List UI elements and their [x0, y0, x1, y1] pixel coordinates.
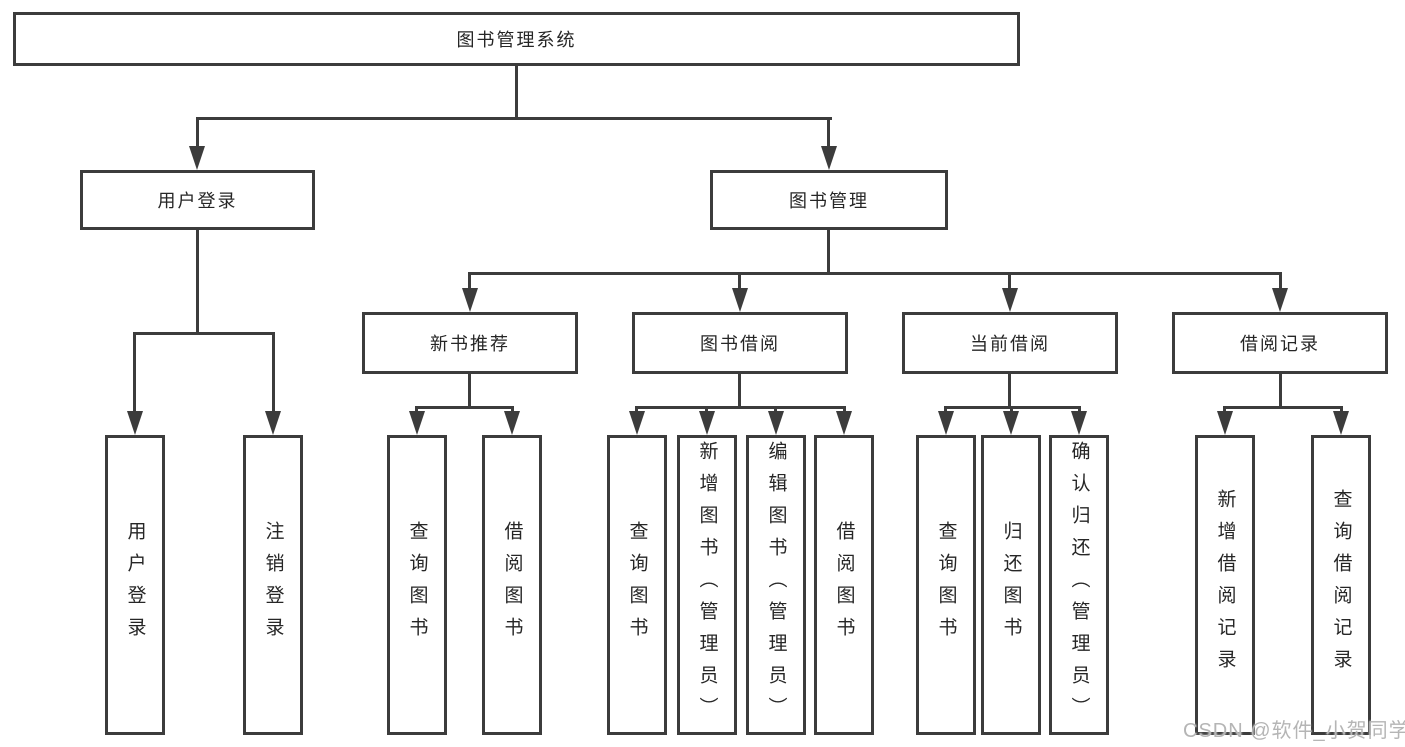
node-book-management: 图书管理	[710, 170, 948, 230]
connector-line	[635, 406, 638, 414]
leaf-add-borrow-record: 新增借阅记录	[1195, 435, 1255, 735]
connector-line	[511, 406, 514, 414]
connector-line	[1279, 272, 1282, 290]
node-label: 查询图书	[406, 521, 428, 649]
connector-line	[1340, 406, 1343, 414]
node-label: 图书借阅	[700, 334, 780, 354]
connector-line	[705, 406, 708, 414]
arrow-head	[629, 411, 645, 435]
arrow-head	[504, 411, 520, 435]
node-label: 新增借阅记录	[1214, 489, 1236, 681]
arrow-head	[1003, 411, 1019, 435]
arrow-head	[462, 288, 478, 312]
connector-line	[415, 406, 418, 414]
connector-line	[1223, 406, 1226, 414]
leaf-query-books-current: 查询图书	[916, 435, 976, 735]
connector-line	[1279, 374, 1282, 409]
leaf-return-books: 归还图书	[981, 435, 1041, 735]
node-label: 借阅图书	[833, 521, 855, 649]
node-label: 新书推荐	[430, 334, 510, 354]
connector-line	[515, 66, 518, 119]
connector-line	[468, 272, 471, 290]
node-label: 查询图书	[935, 521, 957, 649]
node-label: 归还图书	[1000, 521, 1022, 649]
leaf-borrow-books-recommend: 借阅图书	[482, 435, 542, 735]
node-user-login-group: 用户登录	[80, 170, 315, 230]
leaf-user-login: 用户登录	[105, 435, 165, 735]
arrow-head	[409, 411, 425, 435]
arrow-head	[127, 411, 143, 435]
node-label: 注销登录	[262, 521, 284, 649]
node-borrow-records: 借阅记录	[1172, 312, 1388, 374]
arrow-head	[189, 146, 205, 170]
connector-line	[468, 374, 471, 409]
connector-line	[738, 374, 741, 409]
leaf-confirm-return-admin: 确认归还（管理员）	[1049, 435, 1109, 735]
node-label: 用户登录	[157, 191, 238, 211]
arrow-head	[821, 146, 837, 170]
node-label: 查询图书	[626, 521, 648, 649]
node-book-borrow: 图书借阅	[632, 312, 848, 374]
node-label: 当前借阅	[970, 334, 1050, 354]
leaf-logout: 注销登录	[243, 435, 303, 735]
leaf-add-book-admin: 新增图书（管理员）	[677, 435, 737, 735]
leaf-query-borrow-record: 查询借阅记录	[1311, 435, 1371, 735]
node-new-book-recommend: 新书推荐	[362, 312, 578, 374]
node-label: 用户登录	[124, 521, 146, 649]
connector-line	[133, 332, 136, 412]
arrow-head	[1071, 411, 1087, 435]
connector-line	[272, 332, 275, 412]
connector-line	[133, 332, 275, 335]
connector-line	[1008, 272, 1011, 290]
arrow-head	[699, 411, 715, 435]
connector-line	[774, 406, 777, 414]
arrow-head	[1272, 288, 1288, 312]
connector-line	[944, 406, 947, 414]
connector-line	[635, 406, 846, 409]
arrow-head	[265, 411, 281, 435]
connector-line	[1008, 374, 1011, 409]
node-label: 查询借阅记录	[1330, 489, 1352, 681]
connector-line	[843, 406, 846, 414]
connector-line	[196, 117, 199, 148]
arrow-head	[938, 411, 954, 435]
arrow-head	[732, 288, 748, 312]
node-label: 借阅记录	[1240, 334, 1320, 354]
arrow-head	[1002, 288, 1018, 312]
csdn-watermark: CSDN @软件_小贺同学	[1183, 720, 1405, 742]
connector-line	[415, 406, 514, 409]
node-label: 新增图书（管理员）	[696, 441, 718, 729]
connector-line	[827, 230, 830, 275]
connector-line	[1223, 406, 1343, 409]
node-label: 编辑图书（管理员）	[765, 441, 787, 729]
connector-line	[468, 272, 1282, 275]
node-label: 图书管理系统	[456, 30, 577, 50]
connector-line	[196, 230, 199, 335]
node-label: 借阅图书	[501, 521, 523, 649]
leaf-borrow-books: 借阅图书	[814, 435, 874, 735]
leaf-query-books-borrow: 查询图书	[607, 435, 667, 735]
connector-line	[196, 117, 832, 120]
leaf-query-books-recommend: 查询图书	[387, 435, 447, 735]
leaf-edit-book-admin: 编辑图书（管理员）	[746, 435, 806, 735]
connector-line	[1078, 406, 1081, 414]
connector-line	[1010, 406, 1013, 414]
arrow-head	[1333, 411, 1349, 435]
connector-line	[827, 117, 830, 148]
arrow-head	[1217, 411, 1233, 435]
node-label: 确认归还（管理员）	[1068, 441, 1090, 729]
node-current-borrow: 当前借阅	[902, 312, 1118, 374]
node-library-management-system: 图书管理系统	[13, 12, 1020, 66]
arrow-head	[836, 411, 852, 435]
node-label: 图书管理	[789, 191, 869, 211]
connector-line	[738, 272, 741, 290]
arrow-head	[768, 411, 784, 435]
